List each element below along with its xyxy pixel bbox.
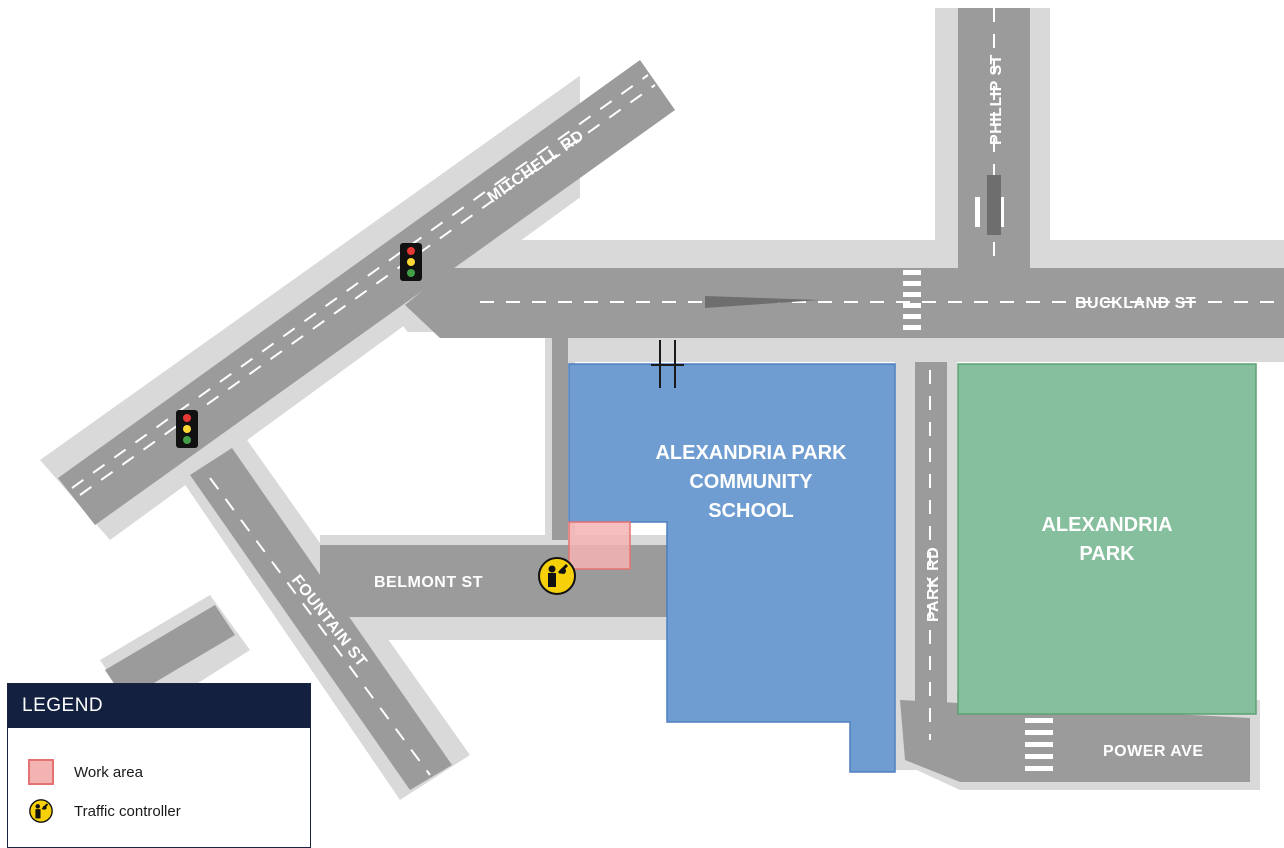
work-area xyxy=(568,521,631,570)
legend-title: LEGEND xyxy=(8,684,310,728)
svg-text:PARK: PARK xyxy=(1079,543,1135,565)
park-label: ALEXANDRIA PARK xyxy=(1041,514,1172,565)
svg-text:ALEXANDRIA PARK: ALEXANDRIA PARK xyxy=(655,442,847,464)
median-island xyxy=(705,296,820,308)
crossing-power xyxy=(1025,718,1053,771)
traffic-light-icon xyxy=(176,410,198,448)
legend-label-work-area: Work area xyxy=(74,763,143,781)
svg-text:SCHOOL: SCHOOL xyxy=(708,500,794,522)
median-island-phillip xyxy=(987,175,1001,235)
pedestrian-crossing-icon xyxy=(651,340,684,388)
legend-item-traffic-controller: Traffic controller xyxy=(28,798,181,824)
svg-text:ALEXANDRIA: ALEXANDRIA xyxy=(1041,514,1172,536)
legend-item-work-area: Work area xyxy=(28,759,143,785)
road-label-belmont: BELMONT ST xyxy=(374,574,483,591)
traffic-controller-icon xyxy=(29,799,53,823)
park-area xyxy=(957,363,1257,715)
road-label-buckland: BUCKLAND ST xyxy=(1075,295,1196,312)
svg-text:COMMUNITY: COMMUNITY xyxy=(689,471,813,493)
legend: LEGEND Work area Traffic controller xyxy=(7,683,311,848)
road-label-park-rd: PARK RD xyxy=(925,547,942,622)
traffic-light-icon xyxy=(400,243,422,281)
traffic-controller-icon xyxy=(538,557,576,595)
legend-label-traffic-controller: Traffic controller xyxy=(74,802,181,820)
carriageways xyxy=(58,8,1284,790)
work-area-swatch xyxy=(28,759,54,785)
school-label: ALEXANDRIA PARK COMMUNITY SCHOOL xyxy=(655,442,847,522)
crossing-buckland xyxy=(903,270,921,330)
pedestrian-crossings xyxy=(903,197,1053,771)
road-label-phillip: PHILLIP ST xyxy=(988,54,1005,145)
road-label-power: POWER AVE xyxy=(1103,743,1204,760)
